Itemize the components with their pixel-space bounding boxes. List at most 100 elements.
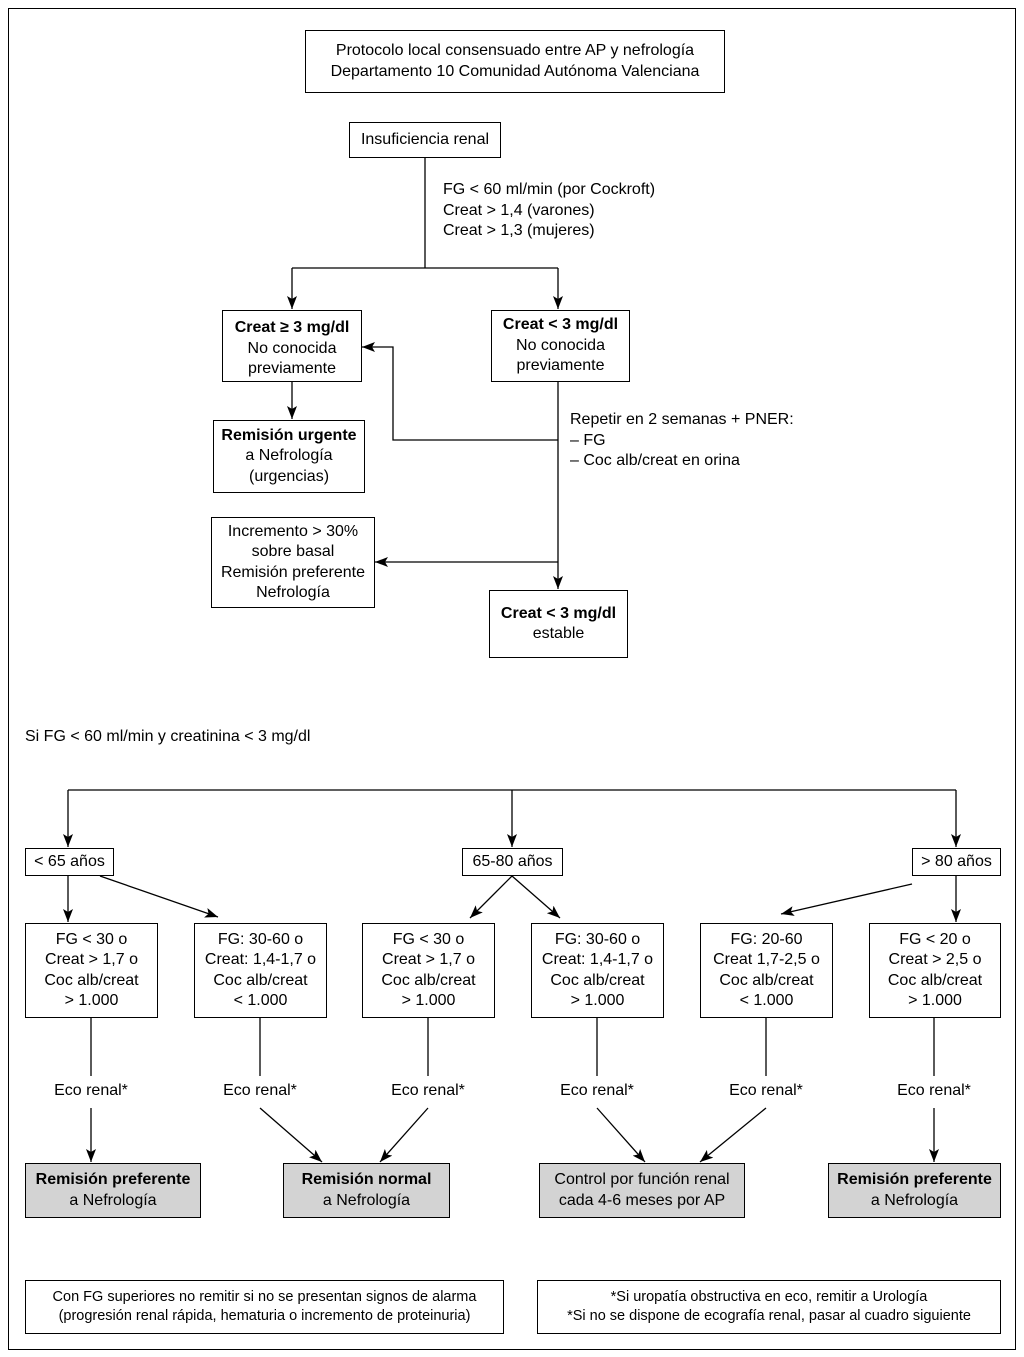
protocol-title-box: Protocolo local consensuado entre AP y n… <box>305 30 725 93</box>
low-creat-line: previamente <box>516 357 605 375</box>
outcome-subtitle: cada 4-6 meses por AP <box>558 1191 726 1209</box>
criteria-box-3: FG < 30 o Creat > 1,7 o Coc alb/creat > … <box>362 923 495 1018</box>
criteria-line: Creat > 1,4 (varones) <box>443 201 595 219</box>
criteria-box-line: Coc alb/creat <box>719 971 814 989</box>
outcome-title: Remisión normal <box>301 1171 432 1188</box>
criteria-box-2: FG: 30-60 o Creat: 1,4-1,7 o Coc alb/cre… <box>194 923 327 1018</box>
criteria-box-line: Creat > 1,7 o <box>382 951 475 968</box>
criteria-box-line: FG: 20-60 <box>730 930 803 948</box>
repeat-line: Repetir en 2 semanas + PNER: <box>570 411 794 428</box>
age-group-label: 65-80 años <box>472 852 553 870</box>
arrow-eco-4-to-outcome-3 <box>596 1107 646 1163</box>
outcome-subtitle: a Nefrología <box>322 1191 411 1209</box>
eco-renal-label: Eco renal* <box>897 1082 971 1099</box>
age-group-under-65: < 65 años <box>25 848 114 876</box>
high-creat-line: No conocida <box>247 339 337 357</box>
criteria-box-line: Coc alb/creat <box>887 971 983 989</box>
outcome-title: Control por función renal <box>554 1171 730 1188</box>
arrow-eco-2-to-outcome-2 <box>259 1107 323 1163</box>
eco-renal-label: Eco renal* <box>54 1082 128 1099</box>
outcome-normal-referral-box: Remisión normal a Nefrología <box>283 1163 450 1218</box>
criteria-box-line: < 1.000 <box>233 992 288 1009</box>
age-group-label: > 80 años <box>921 852 992 870</box>
arrow-eco-3-to-outcome-2 <box>379 1107 429 1163</box>
age-group-label: < 65 años <box>34 852 105 870</box>
start-node-label: Insuficiencia renal <box>360 130 490 148</box>
age-group-65-80: 65-80 años <box>462 848 563 876</box>
high-creat-box: Creat ≥ 3 mg/dl No conocida previamente <box>222 310 362 382</box>
increment-line: Incremento > 30% <box>227 522 359 540</box>
criteria-box-line: Creat > 2,5 o <box>888 951 982 968</box>
criteria-line: Creat > 1,3 (mujeres) <box>443 222 595 239</box>
arrow-repeat-to-high-creat <box>362 342 558 441</box>
note-line: *Si uropatía obstructiva en eco, remitir… <box>610 1289 928 1305</box>
criteria-box-line: Coc alb/creat <box>381 971 476 989</box>
criteria-box-5: FG: 20-60 Creat 1,7-2,5 o Coc alb/creat … <box>700 923 833 1018</box>
criteria-box-line: FG < 30 o <box>55 930 128 948</box>
age-group-over-80: > 80 años <box>912 848 1001 876</box>
urgent-referral-box: Remisión urgente a Nefrología (urgencias… <box>213 420 365 493</box>
arrow-age-over-80-to-criteria-5 <box>780 883 913 916</box>
criteria-box-line: FG < 30 o <box>392 930 465 948</box>
repeat-line: – FG <box>570 431 606 449</box>
start-node-box: Insuficiencia renal <box>349 122 501 158</box>
entry-criteria-text: FG < 60 ml/min (por Cockroft) Creat > 1,… <box>443 180 655 242</box>
low-creat-line: No conocida <box>516 336 605 354</box>
high-creat-title: Creat ≥ 3 mg/dl <box>234 319 350 337</box>
arrow-age-65-80-to-criteria-4 <box>511 875 561 919</box>
criteria-box-line: > 1.000 <box>570 992 625 1009</box>
eco-renal-label: Eco renal* <box>560 1082 634 1099</box>
criteria-box-line: Creat > 1,7 o <box>45 951 138 968</box>
outcome-subtitle: a Nefrología <box>870 1191 959 1209</box>
urgent-referral-line: a Nefrología <box>245 447 333 465</box>
criteria-box-line: FG: 30-60 o <box>217 930 304 948</box>
stratification-condition: Si FG < 60 ml/min y creatinina < 3 mg/dl <box>25 728 311 745</box>
arrow-age-under-65-to-criteria-2 <box>99 875 219 918</box>
arrow-eco-5-to-outcome-3 <box>699 1107 767 1163</box>
footnote-box: *Si uropatía obstructiva en eco, remitir… <box>537 1280 1001 1334</box>
criteria-box-4: FG: 30-60 o Creat: 1,4-1,7 o Coc alb/cre… <box>531 923 664 1018</box>
criteria-box-line: Creat: 1,4-1,7 o <box>204 951 317 968</box>
arrow-age-65-80-to-criteria-3 <box>469 875 513 919</box>
increment-box: Incremento > 30% sobre basal Remisión pr… <box>211 517 375 608</box>
eco-renal-label: Eco renal* <box>223 1082 297 1099</box>
high-creat-line: previamente <box>247 360 337 378</box>
criteria-line: FG < 60 ml/min (por Cockroft) <box>443 181 656 198</box>
outcome-primary-care-control-box: Control por función renal cada 4-6 meses… <box>539 1163 745 1218</box>
stable-creat-box: Creat < 3 mg/dl estable <box>489 590 628 658</box>
diagram-frame <box>8 8 1016 1350</box>
outcome-subtitle: a Nefrología <box>69 1191 157 1209</box>
criteria-box-line: FG < 20 o <box>899 930 971 948</box>
criteria-box-line: Coc alb/creat <box>213 971 308 989</box>
protocol-department-line: Departamento 10 Comunidad Autónoma Valen… <box>330 62 700 80</box>
note-line: (progresión renal rápida, hematuria o in… <box>58 1308 471 1324</box>
urgent-referral-line: (urgencias) <box>248 467 330 485</box>
repeat-instructions-text: Repetir en 2 semanas + PNER: – FG – Coc … <box>570 410 794 472</box>
repeat-line: – Coc alb/creat en orina <box>570 452 740 469</box>
increment-line: Nefrología <box>256 584 330 601</box>
criteria-box-1: FG < 30 o Creat > 1,7 o Coc alb/creat > … <box>25 923 158 1018</box>
increment-line: Remisión preferente <box>220 563 366 581</box>
stable-creat-line: estable <box>532 625 585 642</box>
criteria-box-line: > 1.000 <box>401 992 456 1009</box>
criteria-box-line: Coc alb/creat <box>44 971 139 989</box>
urgent-referral-title: Remisión urgente <box>221 426 357 444</box>
stable-creat-title: Creat < 3 mg/dl <box>500 604 617 622</box>
alarm-signs-note: Con FG superiores no remitir si no se pr… <box>25 1280 504 1334</box>
outcome-title: Remisión preferente <box>35 1171 191 1188</box>
low-creat-title: Creat < 3 mg/dl <box>502 316 619 334</box>
criteria-box-line: FG: 30-60 o <box>554 930 641 948</box>
criteria-box-6: FG < 20 o Creat > 2,5 o Coc alb/creat > … <box>869 923 1001 1018</box>
note-line: Con FG superiores no remitir si no se pr… <box>52 1289 477 1305</box>
criteria-box-line: > 1.000 <box>908 992 962 1009</box>
criteria-box-line: Creat: 1,4-1,7 o <box>541 951 654 968</box>
criteria-box-line: Creat 1,7-2,5 o <box>713 951 820 968</box>
outcome-preferred-referral-box: Remisión preferente a Nefrología <box>828 1163 1001 1218</box>
increment-line: sobre basal <box>251 543 335 560</box>
outcome-title: Remisión preferente <box>837 1171 992 1188</box>
eco-renal-label: Eco renal* <box>391 1082 465 1099</box>
eco-renal-label: Eco renal* <box>729 1082 803 1099</box>
note-line: *Si no se dispone de ecografía renal, pa… <box>567 1308 971 1324</box>
low-creat-box: Creat < 3 mg/dl No conocida previamente <box>491 310 630 382</box>
outcome-preferred-referral-box: Remisión preferente a Nefrología <box>25 1163 201 1218</box>
